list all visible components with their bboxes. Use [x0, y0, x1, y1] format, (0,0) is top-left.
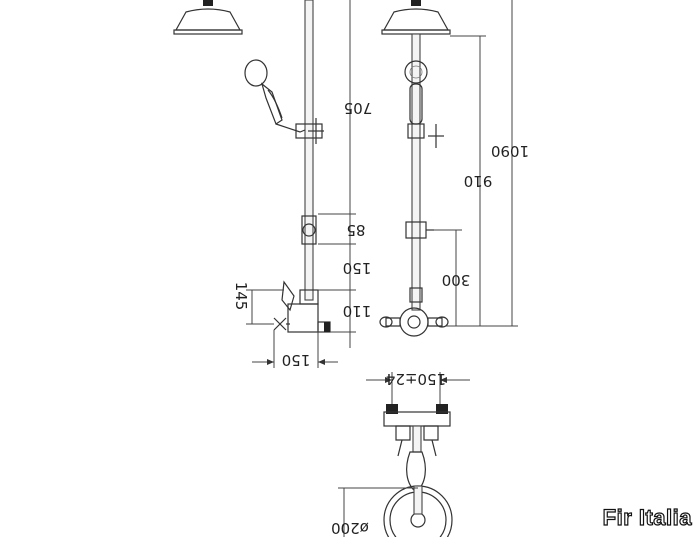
dim-1090-label: 1090: [491, 142, 529, 160]
dim-110-label: 110: [343, 302, 372, 320]
side-view: 705 85 150 110 145 150: [173, 0, 373, 369]
side-slide-ring: [301, 215, 317, 245]
side-vertical-dimensions: [318, 0, 356, 348]
top-diameter-dimension: [338, 487, 418, 537]
side-mixer-valve: [273, 280, 331, 333]
side-rain-shower-head: [173, 0, 243, 35]
side-riser-pipe: [304, 0, 314, 301]
top-mixer-body: [383, 404, 451, 457]
brand-logo: Fir Italia: [602, 504, 692, 530]
top-view: 150±24 ø200: [331, 370, 470, 537]
front-slide-bracket: [407, 123, 444, 148]
front-vertical-dimensions: [434, 0, 518, 327]
dim-150pm24-label: 150±24: [386, 370, 446, 388]
side-145-dimension: [246, 289, 284, 325]
top-150pm24-dimension: [366, 372, 470, 404]
top-rain-shower-head: [383, 485, 453, 537]
dim-150-vertical-label: 150: [343, 259, 372, 277]
dim-910-label: 910: [464, 172, 493, 190]
dim-145-label: 145: [232, 282, 250, 311]
front-riser-pipe: [411, 33, 421, 311]
dim-300-label: 300: [442, 271, 471, 289]
dim-85-label: 85: [346, 221, 365, 239]
front-slide-ring: [405, 221, 434, 239]
dim-200-diameter-label: ø200: [331, 519, 369, 537]
side-hand-shower: [244, 59, 306, 133]
side-slide-bracket: [295, 118, 324, 144]
front-rain-shower-head: [381, 0, 451, 35]
front-mixer-valve: [379, 287, 449, 337]
front-view: 1090 910 300: [379, 0, 529, 337]
side-150-horizontal-dimension: [252, 330, 338, 368]
dim-150-horizontal-label: 150: [282, 351, 311, 369]
dim-705-label: 705: [344, 99, 373, 117]
